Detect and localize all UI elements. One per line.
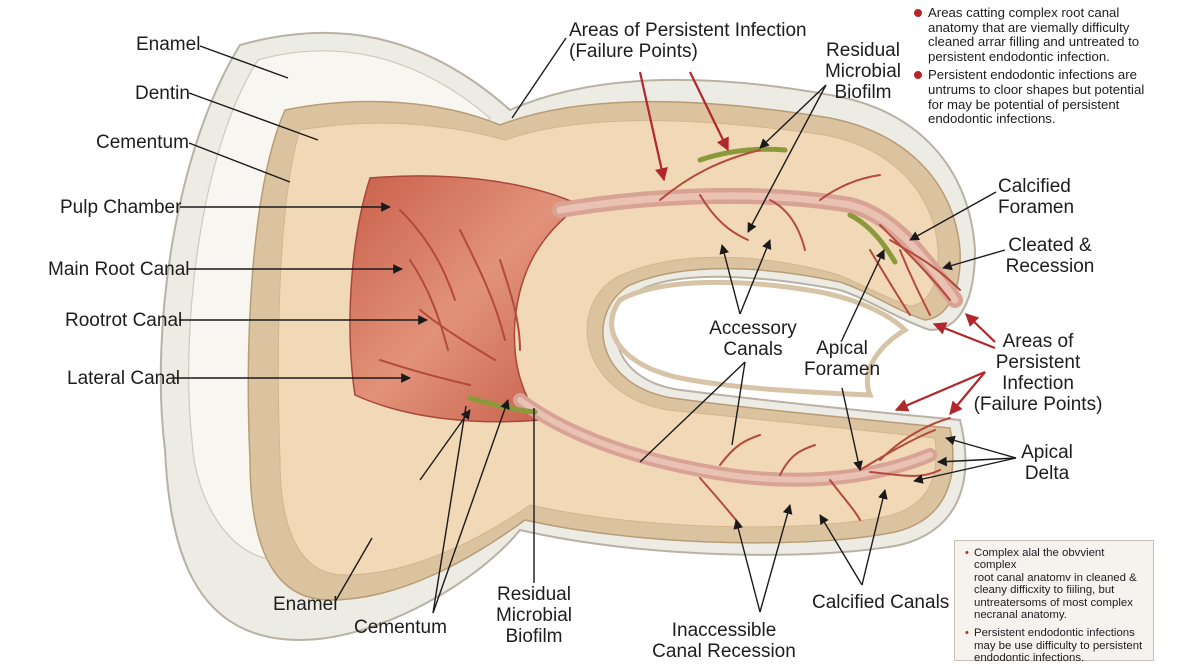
label-residual-biofilm-top: Residual Microbial Biofilm <box>818 40 908 103</box>
note-line: Complex alal the obvvient complex <box>974 547 1105 572</box>
note-line: cleany difficxity to fiiling, but <box>974 584 1115 597</box>
note-item: • Complex alal the obvvient complex root… <box>965 547 1145 621</box>
label-line: Recession <box>1005 256 1095 277</box>
label-main-root-canal: Main Root Canal <box>48 259 190 280</box>
label-line: Persistent <box>995 352 1081 373</box>
label-cementum-left: Cementum <box>96 132 189 153</box>
label-line: Areas of <box>1002 331 1074 352</box>
biofilm-upper <box>697 146 788 163</box>
label-line: Residual <box>497 584 571 605</box>
label-line: Inaccessible <box>671 620 777 641</box>
note-line: Persistent endodontic infections <box>974 627 1135 640</box>
label-line: Infection <box>1002 373 1074 394</box>
bullet-dot-icon <box>914 9 922 17</box>
note-item: Areas catting complex root canal anatomy… <box>912 5 1192 64</box>
notes-top: Areas catting complex root canal anatomy… <box>912 5 1192 131</box>
note-line: may be use difficulty to persistent <box>974 639 1143 652</box>
label-line: Microbial <box>495 605 573 626</box>
label-apical-foramen: Apical Foramen <box>800 338 884 380</box>
label-accessory-canals: Accessory Canals <box>700 318 806 360</box>
note-line: root canal anatomv in cleaned & <box>974 571 1137 584</box>
label-residual-biofilm-bottom: Residual Microbial Biofilm <box>491 584 577 647</box>
infection-arrows <box>638 71 996 416</box>
label-line: Apical <box>1021 442 1073 463</box>
note-line: necranal anatomy. <box>974 609 1067 622</box>
note-line: anatomy that are viemally difficulty <box>928 19 1130 35</box>
notes-box: • Complex alal the obvvient complex root… <box>954 540 1154 664</box>
label-cleated-recession: Cleated & Recession <box>1004 235 1096 277</box>
bullet-icon: • <box>965 627 969 640</box>
note-line: untrums to cloor shapes but potential <box>928 81 1145 97</box>
upper-root-canal-core <box>556 192 959 304</box>
label-line: Foramen <box>998 197 1075 218</box>
label-line: Apical <box>816 338 868 359</box>
biofilm-apical <box>847 212 898 265</box>
note-line: Persistent endodontic infections are <box>928 67 1137 83</box>
label-enamel-top: Enamel <box>136 34 201 55</box>
label-line: Foramen <box>803 359 881 380</box>
note-line: Areas catting complex root canal <box>928 5 1120 20</box>
leader-lines <box>174 37 1017 614</box>
canal-branches <box>379 149 961 526</box>
label-apical-delta: Apical Delta <box>1012 442 1082 484</box>
label-cementum-bottom: Cementum <box>354 617 447 638</box>
label-line: Residual <box>826 40 900 61</box>
note-line: cleaned arrar filling and untreated to <box>928 34 1140 50</box>
label-calcified-foramen: Calcified Foramen <box>998 176 1074 218</box>
note-line: persistent endodontic infection. <box>928 48 1110 64</box>
note-line: endodontic infections. <box>928 111 1056 127</box>
label-line: (Failure Points) <box>569 41 698 62</box>
label-line: Accessory <box>709 318 797 339</box>
label-line: Biofilm <box>505 626 563 647</box>
label-line: Canals <box>723 339 783 360</box>
label-dentin: Dentin <box>135 83 190 104</box>
label-line: (Failure Points) <box>973 394 1103 415</box>
label-line: Canal Recession <box>652 641 796 662</box>
label-line: Cleated & <box>1008 235 1092 256</box>
inter-root-gap <box>609 279 910 398</box>
note-item: • Persistent endodontic infections may b… <box>965 627 1145 664</box>
label-lateral-canal: Lateral Canal <box>67 368 181 389</box>
note-line: endodontic infections. <box>974 652 1085 665</box>
label-line: Microbial <box>824 61 902 82</box>
label-enamel-bottom: Enamel <box>273 594 338 615</box>
label-areas-persistent-top: Areas of Persistent Infection (Failure P… <box>569 20 807 62</box>
label-areas-persistent-right: Areas of Persistent Infection (Failure P… <box>973 331 1103 415</box>
note-line: untreatersoms of most complex <box>974 596 1133 609</box>
label-rootrot-canal: Rootrot Canal <box>65 310 183 331</box>
bullet-dot-icon <box>914 71 922 80</box>
label-line: Delta <box>1024 463 1070 484</box>
label-calcified-canals: Calcified Canals <box>812 592 950 613</box>
label-pulp-chamber: Pulp Chamber <box>60 197 182 218</box>
note-item: Persistent endodontic infections are unt… <box>912 68 1192 126</box>
note-line: for may be potential of persistent <box>928 96 1120 112</box>
bullet-icon: • <box>965 547 969 559</box>
label-line: Areas of Persistent Infection <box>569 20 807 41</box>
pulp-chamber <box>349 175 582 423</box>
label-line: Calcified <box>998 176 1071 197</box>
label-inaccessible-canal-recession: Inaccessible Canal Recession <box>648 620 800 662</box>
label-line: Biofilm <box>834 82 892 103</box>
